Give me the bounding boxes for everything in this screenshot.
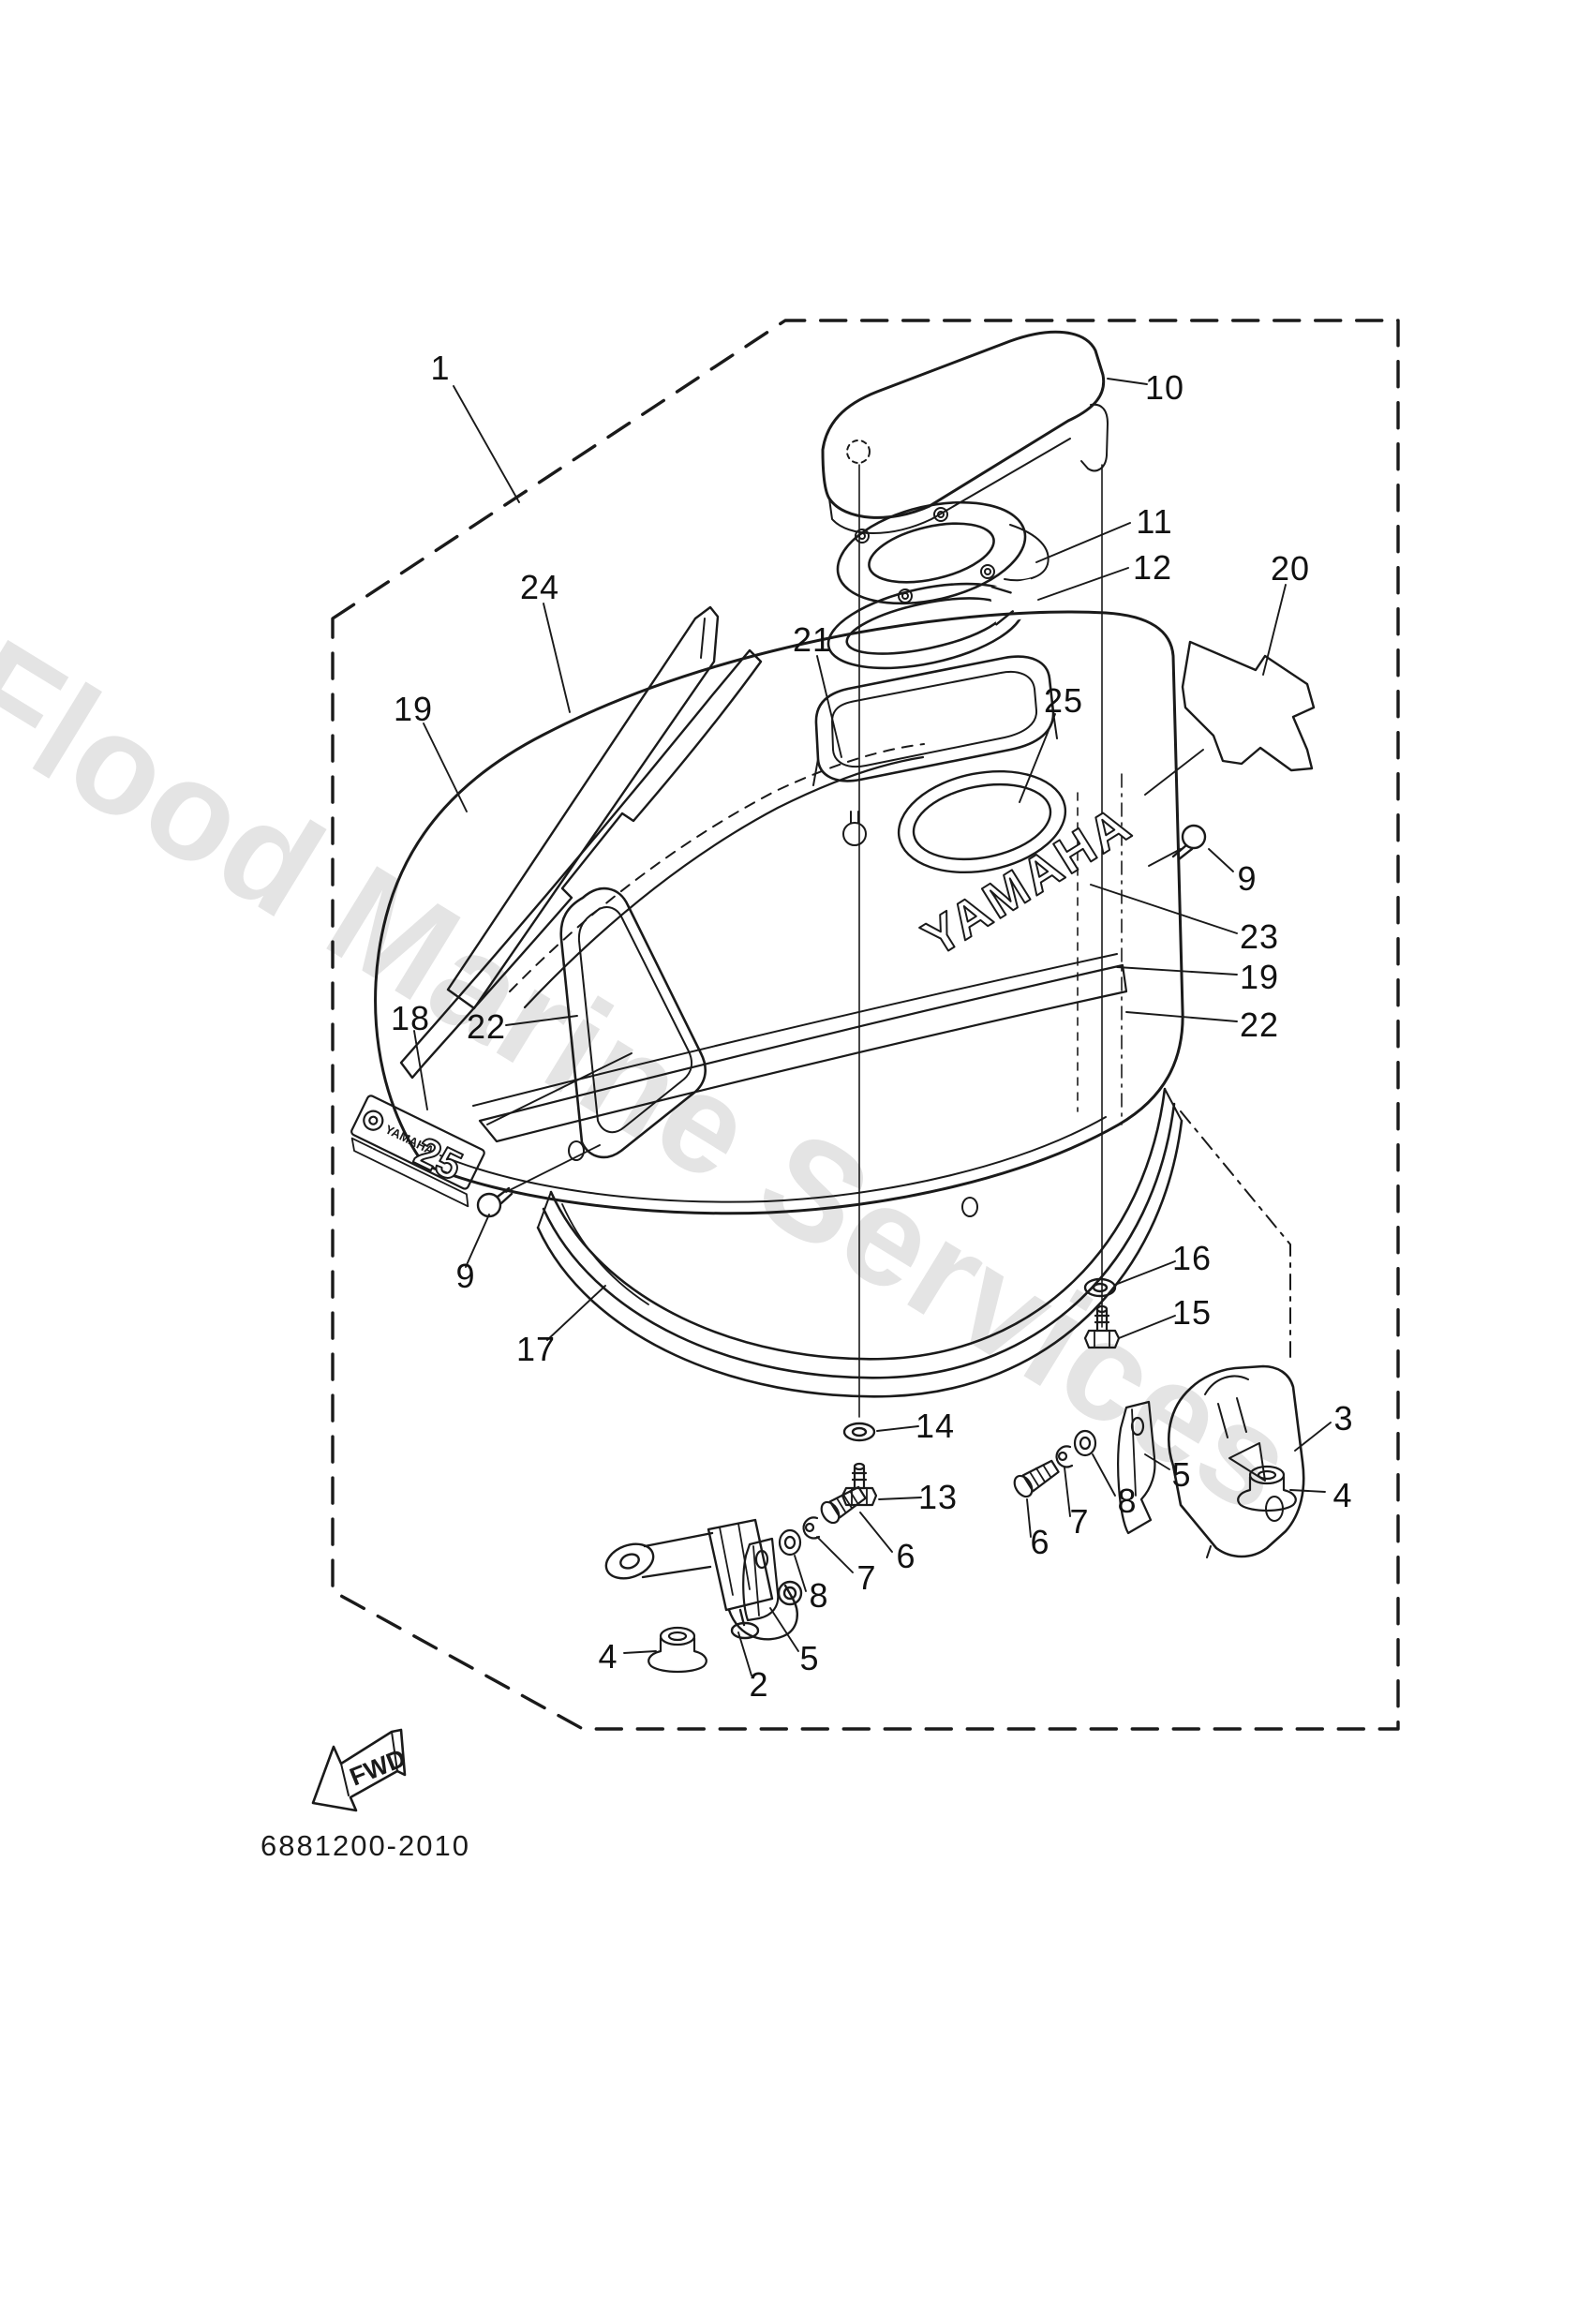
- part-label-10: 10: [1144, 368, 1185, 407]
- eclip-7-right: [1055, 1445, 1074, 1468]
- part-label-16: 16: [1171, 1239, 1213, 1277]
- part-label-5-right: 5: [1171, 1455, 1192, 1494]
- part-label-3: 3: [1333, 1399, 1354, 1438]
- part-label-4-left: 4: [598, 1637, 618, 1676]
- bracket-5-right: [1117, 1400, 1156, 1535]
- bolt-13: [841, 1462, 878, 1507]
- part-label-2: 2: [749, 1665, 769, 1704]
- screw-6-left: [820, 1485, 867, 1525]
- washer-14: [842, 1422, 876, 1442]
- part-label-20: 20: [1270, 549, 1311, 588]
- part-label-21: 21: [792, 620, 833, 659]
- part-label-19-right: 19: [1239, 958, 1280, 996]
- bottom-seal-17: [536, 1087, 1184, 1398]
- part-label-12: 12: [1132, 548, 1173, 587]
- screw-6-right: [1013, 1459, 1060, 1498]
- part-label-17: 17: [515, 1330, 557, 1368]
- part-label-9-right: 9: [1237, 859, 1258, 898]
- part-label-24: 24: [519, 568, 560, 606]
- part-label-22-left: 22: [466, 1007, 507, 1046]
- bracket-5-left: [742, 1537, 780, 1622]
- part-label-7-left: 7: [856, 1558, 877, 1597]
- eclip-7-left: [802, 1516, 821, 1540]
- part-label-5-left: 5: [799, 1639, 820, 1677]
- washer-8-right: [1073, 1429, 1097, 1457]
- part-label-8-right: 8: [1117, 1482, 1138, 1520]
- part-label-25: 25: [1043, 681, 1084, 720]
- part-label-15: 15: [1171, 1293, 1213, 1332]
- leader-lines: [413, 378, 1332, 1676]
- part-label-6-left: 6: [896, 1537, 916, 1575]
- part-label-4-right: 4: [1332, 1476, 1353, 1514]
- decal-19-left: [399, 648, 763, 1080]
- top-cover-part: [821, 330, 1109, 534]
- part-label-22-right: 22: [1239, 1006, 1280, 1044]
- part-label-23: 23: [1239, 917, 1280, 956]
- part-label-13: 13: [917, 1478, 959, 1516]
- projection-lines: [858, 464, 1291, 1418]
- washer-16: [1083, 1277, 1117, 1298]
- part-label-19-left: 19: [393, 690, 434, 728]
- part-number: 6881200-2010: [261, 1829, 470, 1862]
- washer-8-left: [778, 1528, 802, 1557]
- mount-4-left: [648, 1626, 707, 1674]
- bracket-3: [1168, 1364, 1305, 1558]
- part-label-9-left: 9: [455, 1257, 476, 1295]
- clamp-assembly-2: [604, 1518, 803, 1641]
- screw-9-right: [1171, 824, 1207, 861]
- part-label-7-right: 7: [1069, 1502, 1090, 1541]
- part-label-11: 11: [1136, 502, 1173, 541]
- decal-20: [1181, 640, 1316, 772]
- part-label-14: 14: [915, 1407, 956, 1445]
- part-label-18: 18: [390, 999, 431, 1037]
- handle-part: [836, 500, 1050, 605]
- part-label-1: 1: [430, 349, 451, 387]
- dashed-boundary: [331, 319, 1400, 1731]
- part-label-8-left: 8: [809, 1576, 829, 1615]
- part-label-6-right: 6: [1030, 1523, 1050, 1561]
